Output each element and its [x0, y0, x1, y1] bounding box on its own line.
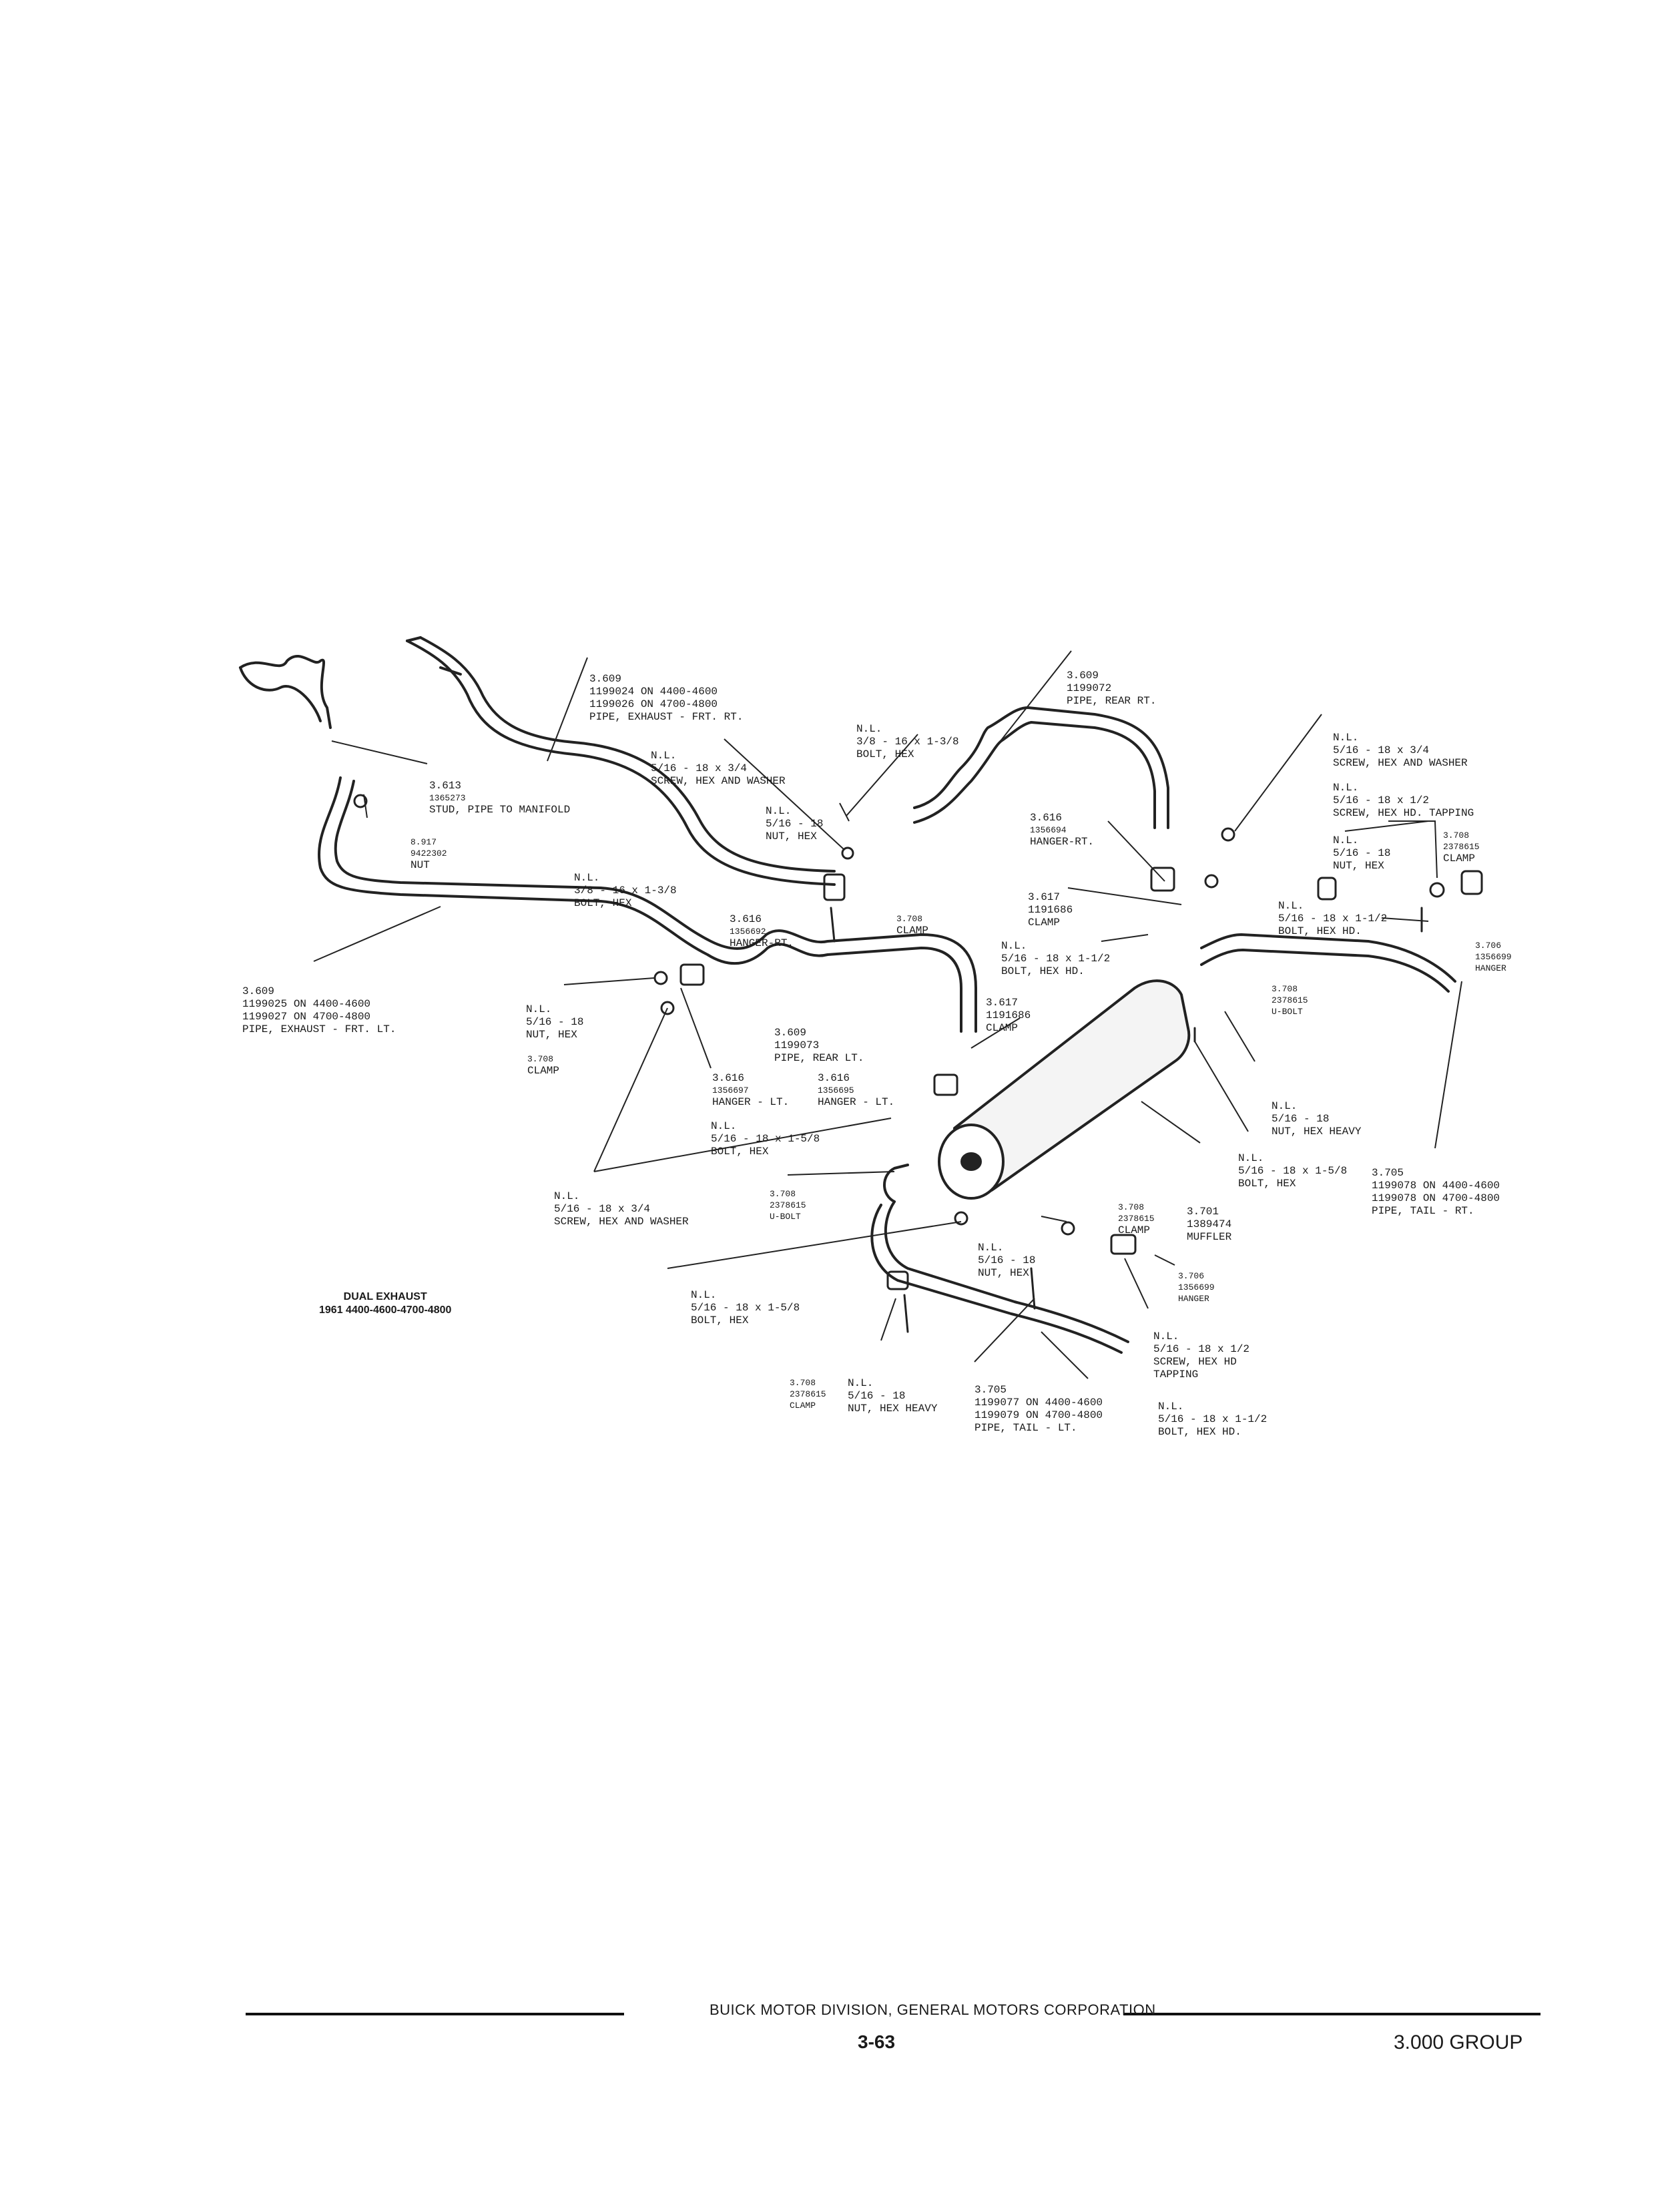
title-line-1: DUAL EXHAUST — [343, 1291, 427, 1302]
pipe-tail-lt — [884, 1200, 1129, 1343]
muffler-body — [938, 979, 1191, 1200]
pipe-tail-rt — [1200, 933, 1456, 983]
pipe-exhaust-frt-rt — [406, 640, 836, 886]
page-number: 3-63 — [858, 2031, 896, 2052]
pipe-rear-rt — [913, 706, 1169, 829]
leader-lines — [313, 650, 1462, 1379]
footer-rule-right — [1123, 2013, 1541, 2015]
group-label: 3.000 GROUP — [1394, 2031, 1523, 2053]
pipe-exhaust-frt-lt — [318, 776, 962, 1033]
diagram-title: DUAL EXHAUST 1961 4400-4600-4700-4800 — [319, 1290, 451, 1317]
exhaust-manifold — [239, 655, 332, 729]
title-line-2: 1961 4400-4600-4700-4800 — [319, 1304, 452, 1316]
footer-rule-left — [246, 2013, 624, 2015]
footer-company: BUICK MOTOR DIVISION, GENERAL MOTORS COR… — [710, 2001, 1156, 2018]
hardware-items — [353, 794, 1483, 1333]
